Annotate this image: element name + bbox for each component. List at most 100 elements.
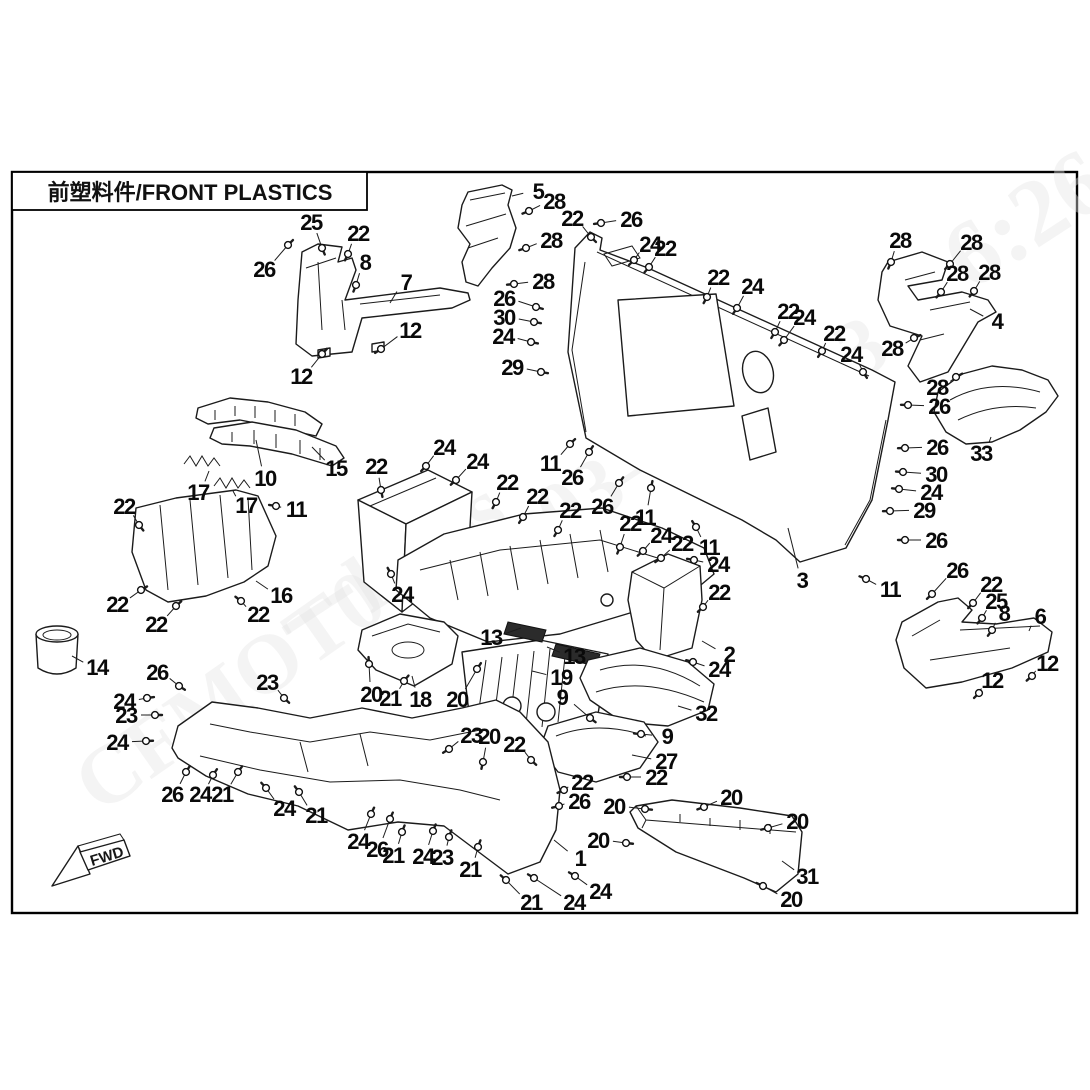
callout-24: 24 (685, 552, 732, 577)
part-6-step (895, 597, 1053, 689)
callout-24: 24 (386, 566, 416, 607)
springs-17 (183, 455, 251, 489)
fastener-icon (136, 585, 146, 595)
callout-label: 26 (926, 435, 949, 460)
callout-label: 18 (409, 687, 432, 712)
callout-label: 28 (881, 336, 904, 361)
fastener-icon (444, 832, 454, 842)
fastener-icon (451, 475, 461, 485)
callout-label: 28 (960, 230, 983, 255)
callout-28: 28 (881, 333, 922, 361)
leader-line (969, 308, 984, 317)
callout-22: 22 (618, 765, 669, 790)
callout-22: 22 (561, 206, 598, 244)
callout-label: 24 (347, 829, 371, 854)
callout-label: 22 (707, 265, 730, 290)
callout-8: 8 (351, 250, 373, 293)
callout-24: 24 (189, 768, 219, 807)
callout-label: 28 (978, 260, 1001, 285)
leader-line (505, 627, 522, 635)
callout-label: 11 (540, 451, 562, 476)
callout-label: 26 (161, 782, 184, 807)
callout-21: 21 (379, 674, 410, 711)
callout-22: 22 (654, 531, 695, 564)
callout-label: 11 (635, 505, 657, 530)
fastener-icon (898, 467, 908, 477)
callout-label: 1 (575, 846, 587, 871)
leader-line (533, 877, 562, 897)
callout-label: 17 (235, 493, 258, 518)
callout-24: 24 (449, 449, 491, 486)
fastener-icon (529, 317, 539, 327)
callout-24: 24 (685, 657, 733, 682)
fastener-icon (536, 367, 546, 377)
callout-28: 28 (518, 228, 564, 253)
fastener-icon (699, 802, 709, 812)
callout-9: 9 (557, 685, 597, 724)
callout-label: 5 (533, 179, 545, 204)
callout-label: 22 (561, 206, 584, 231)
callout-24: 24 (778, 305, 818, 347)
callout-label: 2 (724, 642, 736, 667)
fastener-icon (702, 292, 712, 302)
callout-label: 22 (113, 494, 136, 519)
callout-label: 26 (928, 394, 951, 419)
callout-label: 24 (708, 657, 732, 682)
fastener-icon (909, 333, 919, 343)
callout-23: 23 (256, 670, 291, 704)
callout-3: 3 (787, 527, 810, 593)
callout-15: 15 (311, 446, 349, 481)
callout-label: 21 (379, 686, 402, 711)
callout-label: 30 (493, 305, 516, 330)
fastener-icon (817, 346, 827, 356)
part-2-box (627, 553, 703, 661)
callout-22: 22 (816, 321, 847, 359)
callout-26: 26 (366, 811, 395, 862)
callout-21: 21 (211, 765, 244, 807)
callout-label: 21 (459, 857, 482, 882)
callout-22: 22 (770, 299, 801, 340)
fastener-icon (142, 693, 152, 703)
callout-label: 24 (650, 523, 674, 548)
leader-line (553, 839, 568, 852)
callout-label: 17 (187, 480, 210, 505)
fastener-icon (524, 206, 534, 216)
callout-label: 28 (946, 261, 969, 286)
fastener-icon (968, 598, 978, 608)
callout-label: 7 (401, 270, 413, 295)
callout-26: 26 (896, 435, 950, 460)
callout-27: 27 (631, 749, 679, 774)
callout-24: 24 (731, 274, 766, 315)
callout-label: 21 (520, 890, 543, 915)
fastener-icon (698, 602, 708, 612)
leader-line (677, 705, 692, 711)
part-4-bracket (877, 251, 997, 383)
callout-11: 11 (540, 437, 577, 476)
callout-label: 21 (211, 782, 234, 807)
callout-20: 20 (759, 809, 810, 834)
callout-7: 7 (389, 270, 414, 304)
callout-label: 24 (466, 449, 490, 474)
callout-label: 24 (563, 890, 587, 915)
callout-label: 29 (913, 498, 936, 523)
callout-22: 22 (517, 484, 550, 525)
callout-22: 22 (696, 580, 732, 613)
diagram-border (10, 170, 1079, 915)
fastener-icon (526, 755, 536, 765)
fastener-icon (366, 809, 376, 819)
callout-16: 16 (255, 580, 294, 608)
fastener-icon (294, 787, 304, 797)
callout-label: 24 (391, 582, 415, 607)
callout-11: 11 (690, 519, 722, 560)
fastener-icon (638, 546, 648, 556)
callout-33: 33 (970, 436, 994, 466)
callout-label: 12 (290, 364, 313, 389)
fastener-icon (644, 262, 654, 272)
part-7-bracket (295, 243, 471, 359)
leader-line (988, 436, 992, 443)
callout-28: 28 (521, 189, 567, 216)
leader-line (255, 439, 263, 467)
callout-11: 11 (635, 479, 658, 530)
